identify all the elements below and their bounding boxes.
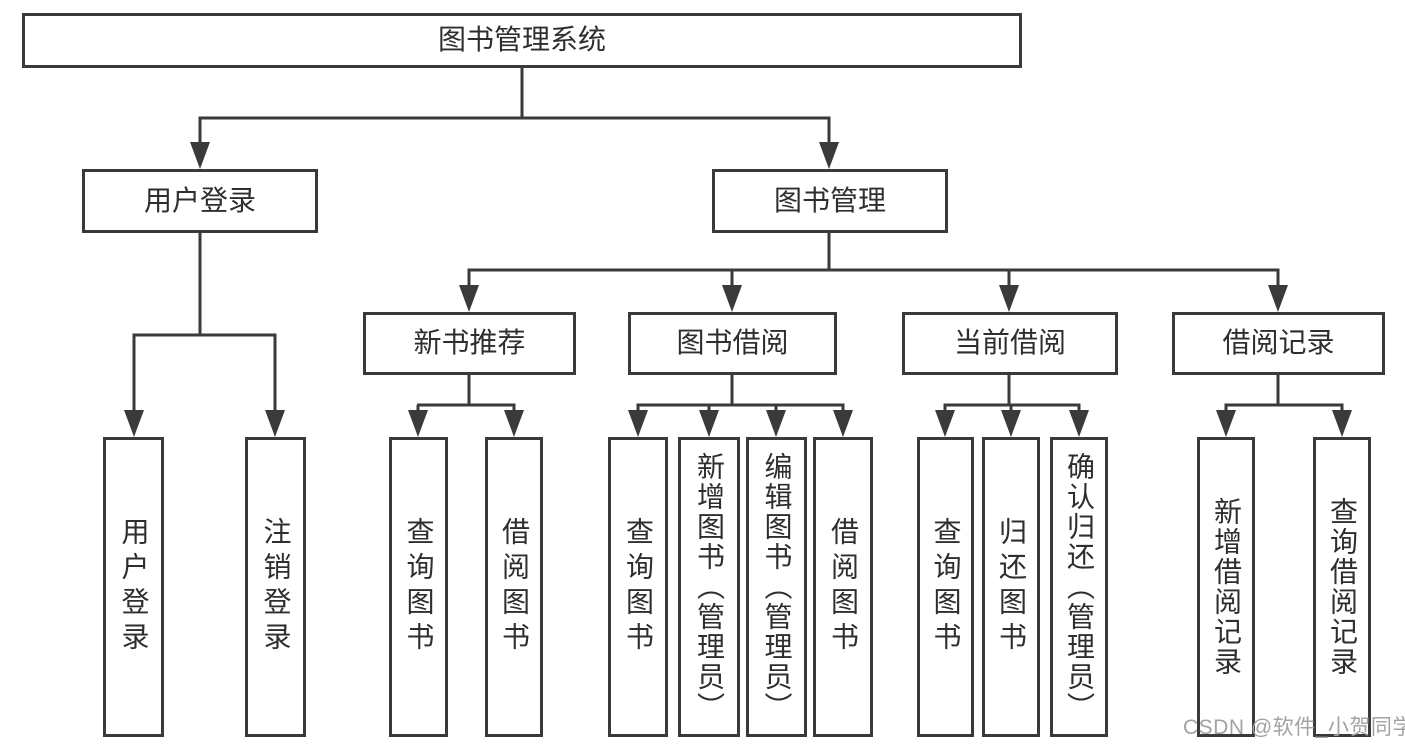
connector-new-book-children [408, 375, 524, 437]
connector-book-mgmt-to-level3 [459, 233, 1288, 312]
arrowhead-icon [935, 410, 955, 437]
node-new-book-recommend: 新书推荐 [363, 312, 576, 375]
arrowhead-icon [190, 142, 210, 169]
arrowhead-icon [999, 285, 1019, 312]
arrowhead-icon [124, 410, 144, 437]
arrowhead-icon [722, 285, 742, 312]
leaf-borrow-books-recommend: 借阅图书 [485, 437, 543, 737]
arrowhead-icon [265, 410, 285, 437]
connector-book-borrow-children [628, 375, 853, 437]
leaf-add-borrow-record: 新增借阅记录 [1197, 437, 1255, 737]
arrowhead-icon [699, 410, 719, 437]
leaf-logout-login: 注销登录 [245, 437, 306, 737]
leaf-add-books-admin: 新增图书（管理员） [678, 437, 740, 737]
arrowhead-icon [504, 410, 524, 437]
leaf-user-login: 用户登录 [103, 437, 164, 737]
leaf-query-books-borrow: 查询图书 [608, 437, 668, 737]
arrowhead-icon [1268, 285, 1288, 312]
arrowhead-icon [833, 410, 853, 437]
connector-root-to-level2 [190, 67, 839, 169]
arrowhead-icon [628, 410, 648, 437]
node-library-system: 图书管理系统 [22, 13, 1022, 68]
arrowhead-icon [408, 410, 428, 437]
arrowhead-icon [1069, 410, 1089, 437]
connector-borrow-records-children [1216, 375, 1352, 437]
leaf-query-books-current: 查询图书 [917, 437, 974, 737]
arrowhead-icon [459, 285, 479, 312]
node-book-borrow: 图书借阅 [628, 312, 837, 375]
leaf-query-borrow-record: 查询借阅记录 [1313, 437, 1371, 737]
arrowhead-icon [1332, 410, 1352, 437]
arrowhead-icon [766, 410, 786, 437]
connector-current-borrow-children [935, 375, 1089, 437]
leaf-return-books: 归还图书 [982, 437, 1040, 737]
node-user-login: 用户登录 [82, 169, 318, 233]
leaf-borrow-books: 借阅图书 [813, 437, 873, 737]
connector-user-login-children [124, 233, 285, 437]
arrowhead-icon [1216, 410, 1236, 437]
csdn-watermark: CSDN @软件_小贺同学 [1183, 716, 1405, 739]
node-borrow-records: 借阅记录 [1172, 312, 1385, 375]
arrowhead-icon [819, 142, 839, 169]
leaf-query-books-recommend: 查询图书 [389, 437, 448, 737]
leaf-edit-books-admin: 编辑图书（管理员） [746, 437, 807, 737]
node-current-borrow: 当前借阅 [902, 312, 1118, 375]
node-book-management: 图书管理 [712, 169, 948, 233]
arrowhead-icon [1001, 410, 1021, 437]
leaf-confirm-return-admin: 确认归还（管理员） [1050, 437, 1108, 737]
